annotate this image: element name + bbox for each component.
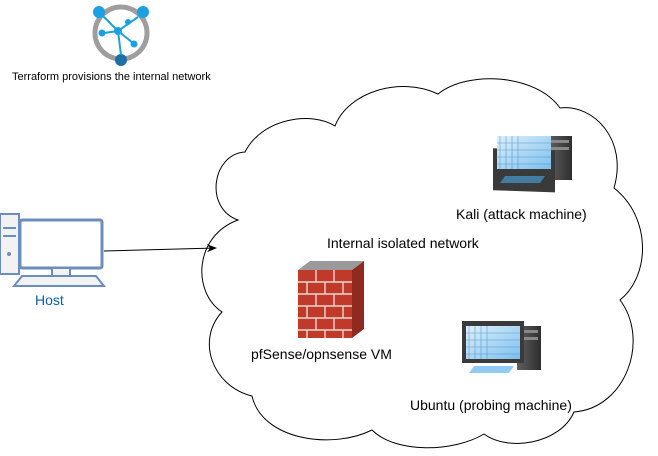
ubuntu-label: Ubuntu (probing machine): [410, 397, 572, 413]
network-cloud: [201, 78, 643, 449]
firewall-label: pfSense/opnsense VM: [251, 346, 392, 362]
terraform-network-icon: [92, 4, 150, 66]
kali-label: Kali (attack machine): [456, 206, 587, 222]
desktop-computer-icon: [0, 213, 107, 287]
ubuntu-vm-icon: [462, 321, 541, 373]
host-label: Host: [35, 292, 64, 308]
host-connection-arrow: [103, 244, 217, 253]
terraform-label: Terraform provisions the internal networ…: [12, 71, 211, 83]
firewall-icon: [298, 261, 364, 338]
kali-vm-icon: [493, 136, 572, 193]
network-label: Internal isolated network: [327, 235, 479, 251]
